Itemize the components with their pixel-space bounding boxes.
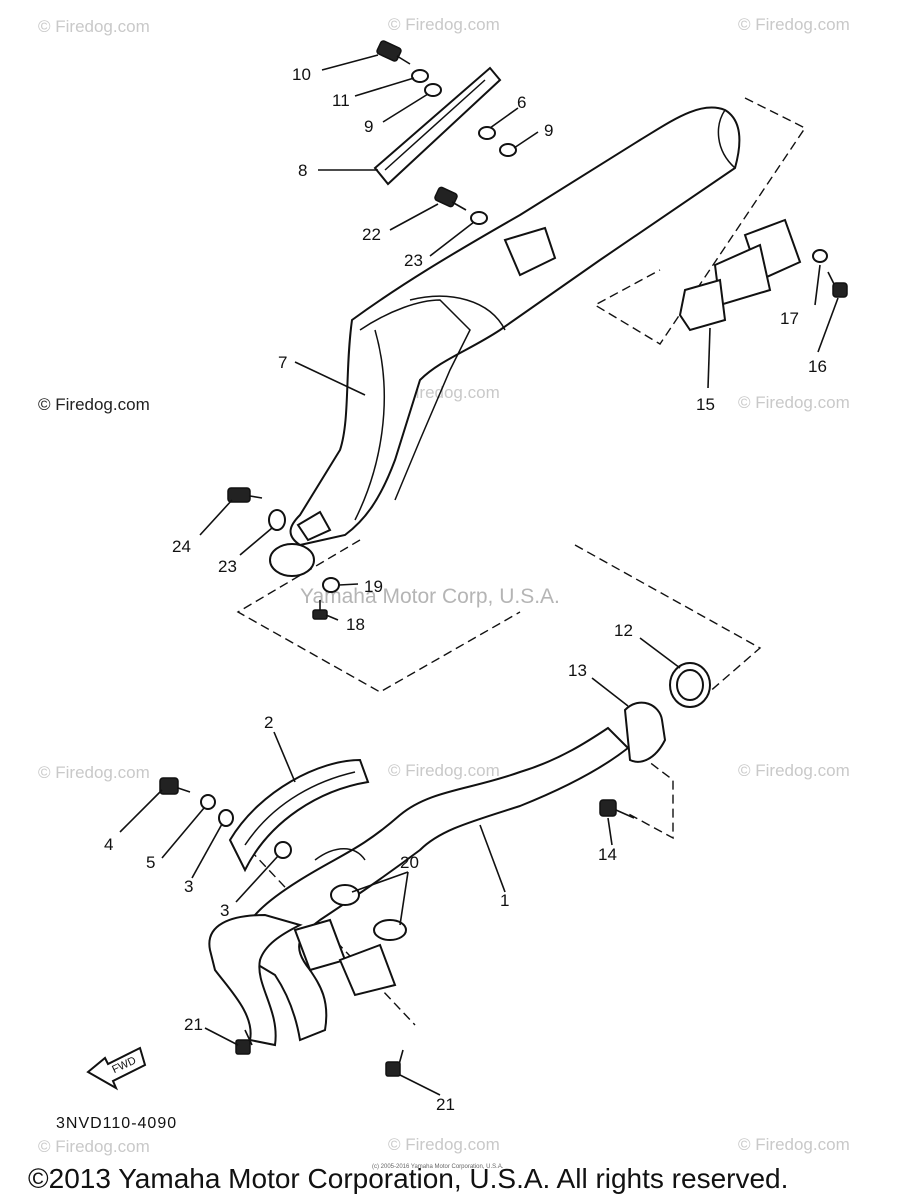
front-bracket [296, 510, 332, 542]
washer-9-top [424, 83, 442, 97]
callout-2: 2 [264, 713, 273, 732]
washer-19 [322, 577, 340, 593]
watermark-low-center: © Firedog.com [388, 761, 500, 780]
callout-9-right: 9 [544, 121, 553, 140]
callout-14: 14 [598, 845, 617, 864]
callout-3-lower: 3 [220, 901, 229, 920]
callout-21-left: 21 [184, 1015, 203, 1034]
callout-12: 12 [614, 621, 633, 640]
callout-23-lower: 23 [218, 557, 237, 576]
clamp-13 [623, 701, 667, 763]
tail-assembly-box [593, 97, 807, 345]
bolt-21-left [235, 1029, 253, 1055]
callout-19: 19 [364, 577, 383, 596]
bolt-22 [434, 186, 467, 211]
callout-24: 24 [172, 537, 191, 556]
heat-guard-inner [354, 329, 386, 521]
washer-17 [812, 249, 828, 263]
watermark-bottom-center: © Firedog.com [388, 1135, 500, 1154]
exhaust-pipe [208, 726, 630, 1047]
silencer-muffler [269, 106, 741, 577]
silencer-end-cap [717, 109, 736, 169]
callout-10: 10 [292, 65, 311, 84]
callout-22: 22 [362, 225, 381, 244]
callout-20: 20 [400, 853, 419, 872]
callout-18: 18 [346, 615, 365, 634]
watermark-low-left: © Firedog.com [38, 763, 150, 782]
exhaust-pipe-sleeve [314, 848, 366, 861]
clamp-assembly-box [624, 754, 674, 840]
watermark-group: © Firedog.com © Firedog.com © Firedog.co… [38, 15, 850, 1156]
joint-assembly-box-right [574, 544, 762, 701]
washer-23-top [470, 211, 488, 225]
callout-7: 7 [278, 353, 287, 372]
collar-6 [478, 126, 496, 140]
watermark-bottom-left: © Firedog.com [38, 1137, 150, 1156]
callout-21-right: 21 [436, 1095, 455, 1114]
callout-13: 13 [568, 661, 587, 680]
bolt-24 [227, 487, 263, 503]
watermark-mid-right: © Firedog.com [738, 393, 850, 412]
gasket-12-inner [676, 669, 704, 701]
washer-5 [200, 794, 216, 810]
callout-15: 15 [696, 395, 715, 414]
callout-8: 8 [298, 161, 307, 180]
callout-1: 1 [500, 891, 509, 910]
heat-protector-top [373, 66, 502, 186]
heat-guard-outline [359, 299, 471, 501]
copyright-footer: ©2013 Yamaha Motor Corporation, U.S.A. A… [28, 1163, 788, 1194]
leader-lines [119, 54, 839, 1096]
bolt-4 [159, 777, 191, 795]
callout-11: 11 [332, 91, 350, 110]
silencer-inlet [269, 543, 315, 577]
watermark-bottom-right: © Firedog.com [738, 1135, 850, 1154]
silencer-body [289, 106, 741, 547]
callout-5: 5 [146, 853, 155, 872]
callout-4: 4 [104, 835, 113, 854]
heat-protector-top-pattern [384, 79, 486, 171]
callout-23-top: 23 [404, 251, 423, 270]
callout-3-left: 3 [184, 877, 193, 896]
bolt-14 [599, 799, 635, 819]
washer-3-upper [218, 809, 234, 827]
bolt-10 [376, 40, 411, 65]
watermark-top-left: © Firedog.com [38, 17, 150, 36]
heat-protector-2 [228, 758, 370, 873]
watermark-center: Yamaha Motor Corp, U.S.A. [300, 585, 560, 608]
callout-16: 16 [808, 357, 827, 376]
silencer-bracket [503, 226, 557, 277]
watermark-top-center: © Firedog.com [388, 15, 500, 34]
callout-9-left: 9 [364, 117, 373, 136]
flange-right [338, 943, 397, 997]
washer-23-lower [268, 509, 286, 531]
bolt-21-right [385, 1049, 404, 1077]
callout-6: 6 [517, 93, 526, 112]
silencer-seam [409, 295, 506, 331]
washer-3-lower [274, 841, 292, 859]
heat-protector-2-pattern [244, 771, 356, 846]
part-code: 3NVD110-4090 [56, 1115, 177, 1132]
callouts: 10 11 9 6 9 8 22 23 7 15 17 16 24 23 19 … [104, 65, 827, 1114]
bolt-16 [827, 271, 848, 298]
fwd-arrow: FWD [86, 1046, 147, 1091]
tiny-copyright: (c) 2005-2016 Yamaha Motor Corporation, … [372, 1164, 504, 1170]
washer-9-right [499, 143, 517, 157]
gasket-20-left [330, 884, 360, 906]
watermark-low-right: © Firedog.com [738, 761, 850, 780]
washer-11 [411, 69, 429, 83]
gasket-20-right [373, 919, 407, 941]
watermark-top-right: © Firedog.com [738, 15, 850, 34]
screw-18 [312, 600, 328, 620]
spark-arrester [678, 218, 802, 332]
watermark-dark-left: © Firedog.com [38, 395, 150, 414]
callout-17: 17 [780, 309, 799, 328]
